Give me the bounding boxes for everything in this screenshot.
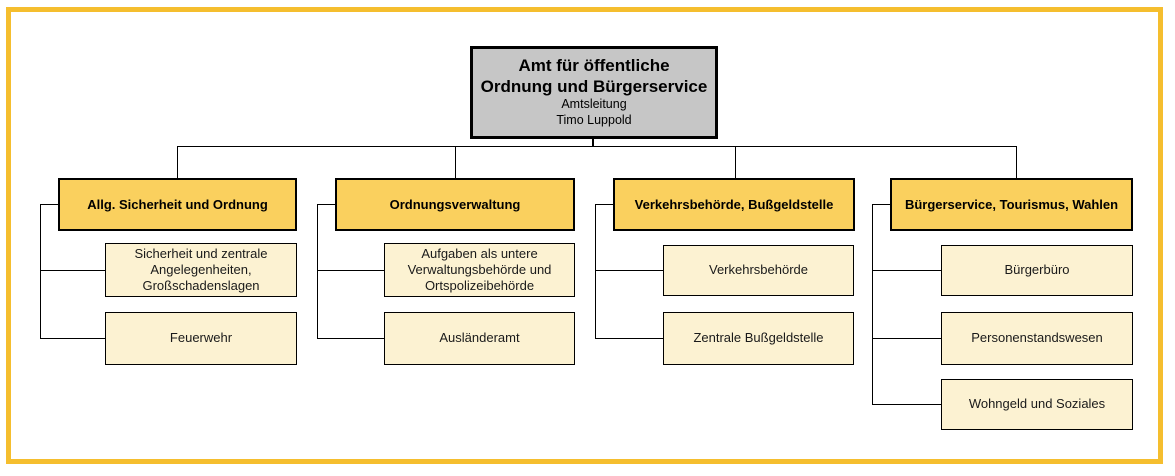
department-title: Ordnungsverwaltung <box>389 196 521 212</box>
connector-col2-stub2 <box>317 338 384 339</box>
connector-col4-rail <box>872 204 873 405</box>
connector-col3-topstub <box>595 204 613 205</box>
connector-col1-rail <box>40 204 41 339</box>
root-box: Amt für öffentliche Ordnung und Bürgerse… <box>470 46 718 139</box>
department-box-allg-sicherheit: Allg. Sicherheit und Ordnung <box>58 178 297 231</box>
department-box-verkehrsbehoerde: Verkehrsbehörde, Bußgeldstelle <box>613 178 855 231</box>
department-title: Allg. Sicherheit und Ordnung <box>87 196 268 212</box>
connector-drop-dept-2 <box>455 146 456 178</box>
connector-drop-dept-3 <box>735 146 736 178</box>
unit-box-personenstandswesen: Personenstandswesen <box>941 312 1133 365</box>
department-title: Bürgerservice, Tourismus, Wahlen <box>904 196 1119 212</box>
unit-label: Wohngeld und Soziales <box>968 396 1106 412</box>
unit-box-buergerbuero: Bürgerbüro <box>941 245 1133 296</box>
unit-box-verkehrsbehoerde: Verkehrsbehörde <box>663 245 854 296</box>
root-title-line1: Amt für öffentliche <box>518 56 670 76</box>
unit-label: Feuerwehr <box>169 330 233 346</box>
unit-box-untere-verwaltungsbehoerde: Aufgaben als untere Verwaltungsbehörde u… <box>384 243 575 297</box>
connector-col1-stub2 <box>40 338 105 339</box>
connector-root-drop <box>592 139 594 147</box>
connector-col2-topstub <box>317 204 335 205</box>
connector-col3-stub2 <box>595 338 663 339</box>
connector-drop-dept-1 <box>177 146 178 178</box>
unit-label: Personenstandswesen <box>971 330 1103 346</box>
unit-label: Sicherheit und zentrale Angelegenheiten,… <box>134 245 268 294</box>
unit-box-wohngeld-soziales: Wohngeld und Soziales <box>941 379 1133 430</box>
unit-box-zentrale-bussgeldstelle: Zentrale Bußgeldstelle <box>663 312 854 365</box>
department-box-buergerservice: Bürgerservice, Tourismus, Wahlen <box>890 178 1133 231</box>
connector-col2-rail <box>317 204 318 339</box>
unit-label: Aufgaben als untere Verwaltungsbehörde u… <box>407 245 552 294</box>
department-box-ordnungsverwaltung: Ordnungsverwaltung <box>335 178 575 231</box>
connector-col2-stub1 <box>317 270 384 271</box>
root-person: Timo Luppold <box>556 112 632 127</box>
unit-label: Zentrale Bußgeldstelle <box>693 330 824 346</box>
unit-box-sicherheit-zentrale: Sicherheit und zentrale Angelegenheiten,… <box>105 243 297 297</box>
department-title: Verkehrsbehörde, Bußgeldstelle <box>634 196 834 212</box>
unit-label: Verkehrsbehörde <box>708 262 808 278</box>
connector-main-horizontal <box>177 146 1017 147</box>
unit-label: Ausländeramt <box>439 330 520 346</box>
root-role: Amtsleitung <box>561 97 627 112</box>
connector-col1-topstub <box>40 204 58 205</box>
unit-box-auslaenderamt: Ausländeramt <box>384 312 575 365</box>
root-title-line2: Ordnung und Bürgerservice <box>480 76 708 96</box>
unit-box-feuerwehr: Feuerwehr <box>105 312 297 365</box>
connector-col1-stub1 <box>40 270 105 271</box>
connector-col3-stub1 <box>595 270 663 271</box>
connector-drop-dept-4 <box>1016 146 1017 178</box>
connector-col3-rail <box>595 204 596 339</box>
connector-col4-stub1 <box>872 270 941 271</box>
connector-col4-stub3 <box>872 404 941 405</box>
unit-label: Bürgerbüro <box>1004 262 1070 278</box>
connector-col4-topstub <box>872 204 890 205</box>
connector-col4-stub2 <box>872 338 941 339</box>
